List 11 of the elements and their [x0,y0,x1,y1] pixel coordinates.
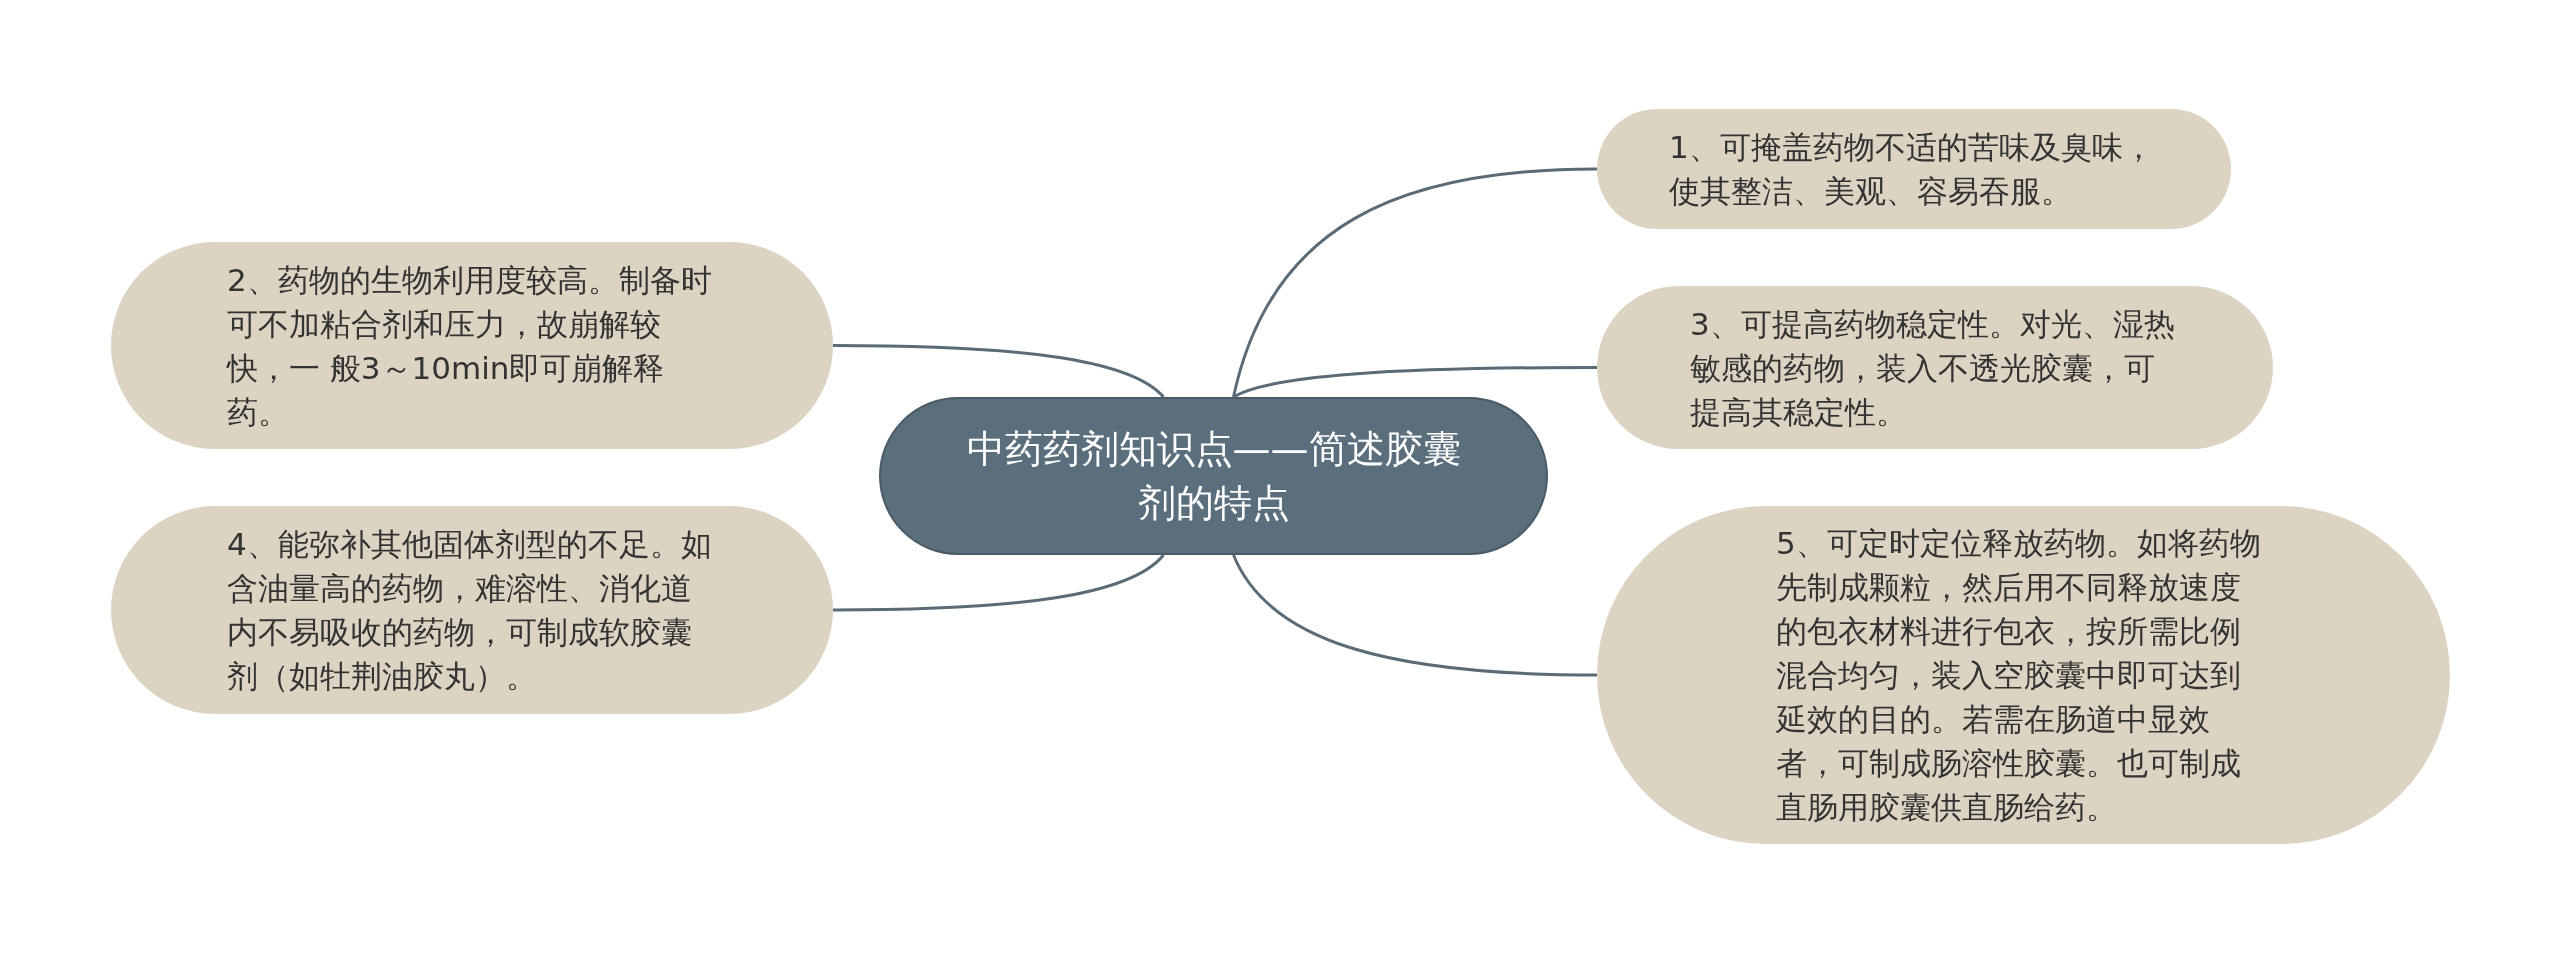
connector-line [1232,554,1598,677]
note-text: 2、药物的生物利用度较高。制备时可不加粘合剂和压力，故崩解较快，一 般3～10min即可崩解释药。 [227,260,713,432]
note-text: 4、能弥补其他固体剂型的不足。如含油量高的药物，难溶性、消化道内不易吸收的药物，可制成软胶囊剂（如牡荆油胶丸）。 [227,525,713,696]
note-text: 3、可提高药物稳定性。对光、湿热敏感的药物，装入不透光胶囊，可提高其稳定性。 [1690,304,2176,432]
connector-line [1232,366,1597,399]
connector-line [1232,167,1598,398]
connector-line [833,553,1165,612]
connector-line [833,344,1165,399]
topic-text: 中药药剂知识点——简述胶囊剂的特点 [965,426,1462,527]
note-text: 1、可掩盖药物不适的苦味及臭味，使其整洁、美观、容易吞服。 [1669,128,2155,211]
note-text: 5、可定时定位释放药物。如将药物先制成颗粒，然后用不同释放速度的包衣材料进行包衣，按所需比例混合均匀，装入空胶囊中即可达到延效的目的。若需在肠道中显效者，可制成肠溶性胶囊。也可制成直肠用胶囊供直肠给药。 [1776,524,2262,827]
